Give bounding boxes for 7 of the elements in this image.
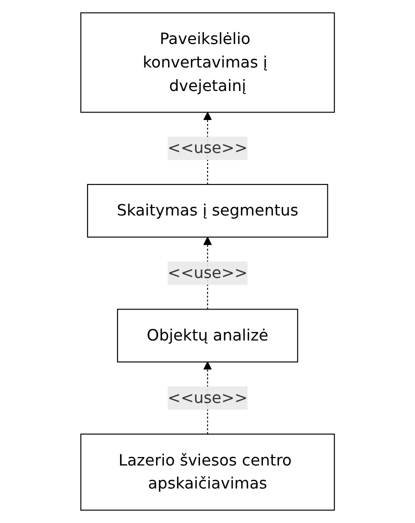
edge-label: <<use>>: [168, 263, 248, 282]
node-box: Lazerio šviesos centro apskaičiavimas: [80, 434, 335, 511]
node-box: Skaitymas į segmentus: [86, 184, 328, 238]
node-box: Paveikslėlio konvertavimas į dvejetainį: [80, 12, 335, 113]
edge-label: <<use>>: [168, 388, 248, 407]
edge-label: <<use>>: [168, 138, 248, 158]
node-box: Objektų analizė: [116, 308, 298, 362]
